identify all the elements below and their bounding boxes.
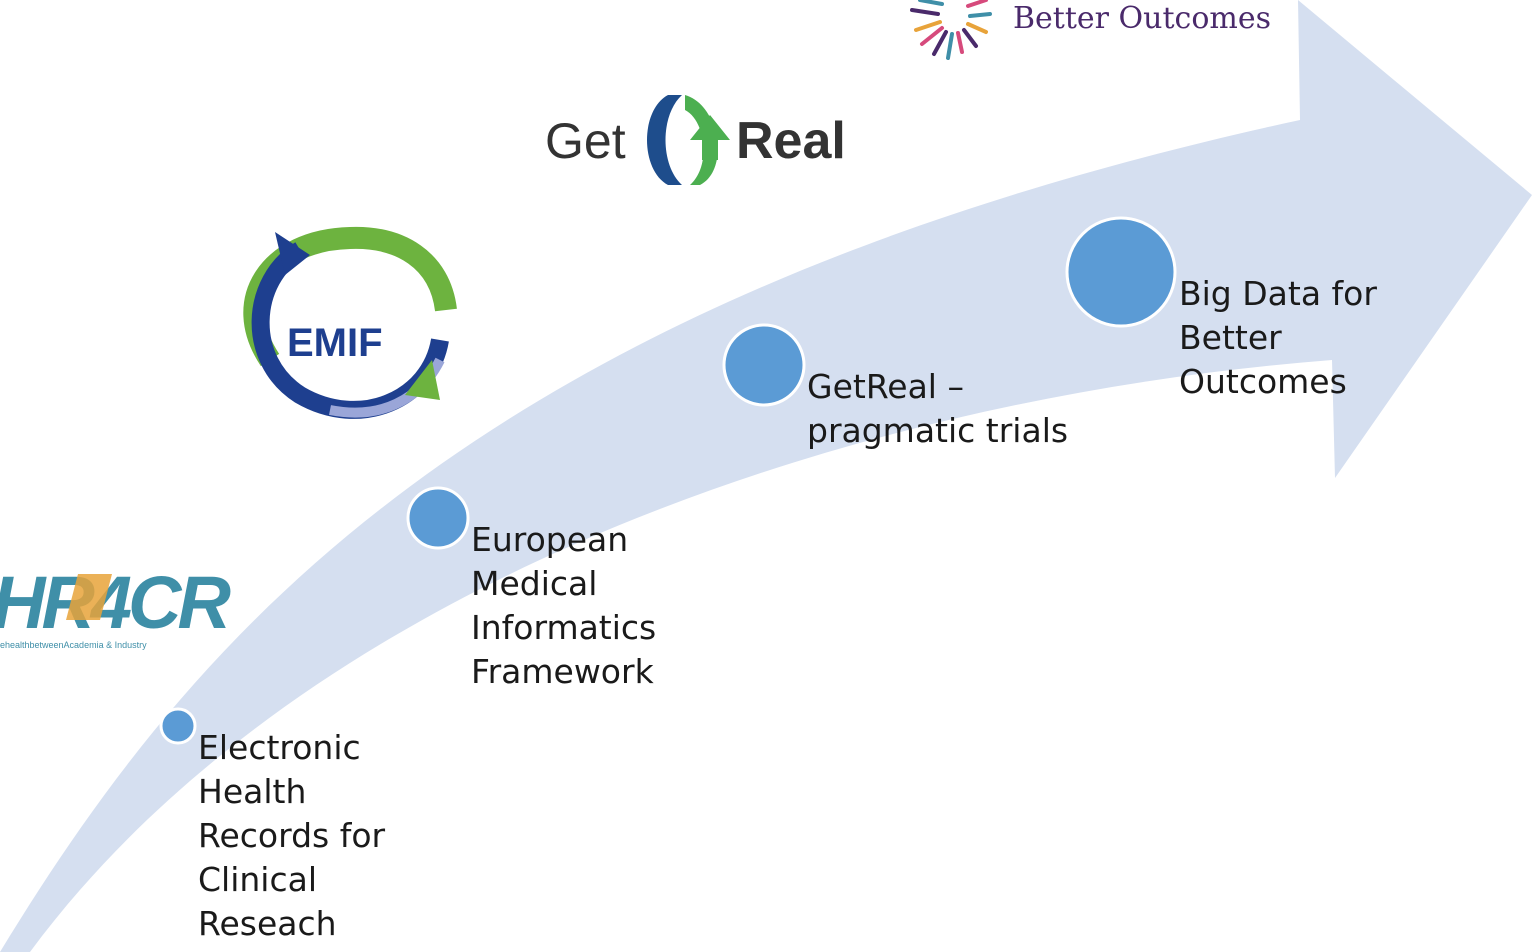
ehr4cr-tagline: ehealthbetweenAcademia & Industry [0, 640, 147, 650]
ehr4cr-logo-accent [66, 574, 112, 620]
milestone-label-emif: European Medical Informatics Framework [471, 520, 657, 691]
getreal-logo: Get Real [545, 88, 868, 186]
emif-logo-text: EMIF [287, 321, 383, 365]
ehr4cr-logo-text: HR4CR [0, 561, 230, 644]
bd4bo-logo: Better Outcomes [910, 0, 1271, 60]
getreal-blue-swoosh [647, 95, 682, 185]
milestone-label-getreal: GetReal – pragmatic trials [807, 367, 1069, 450]
bd4bo-logo-text: Better Outcomes [1013, 1, 1271, 36]
milestone-dot-getreal [722, 323, 806, 407]
milestone-label-bd4bo: Big Data for Better Outcomes [1179, 274, 1377, 401]
bd4bo-burst [910, 0, 992, 60]
ehr4cr-logo: HR4CR ehealthbetweenAcademia & Industry [0, 561, 234, 650]
milestone-dot-bd4bo [1065, 216, 1177, 328]
milestone-dot-ehr4cr [159, 707, 197, 745]
getreal-logo-right: Real [736, 112, 846, 170]
getreal-logo-left: Get [545, 113, 626, 169]
emif-logo: EMIF [238, 226, 457, 419]
milestone-label-ehr4cr: Electronic Health Records for Clinical R… [198, 728, 386, 943]
milestone-dot-emif [406, 486, 470, 550]
